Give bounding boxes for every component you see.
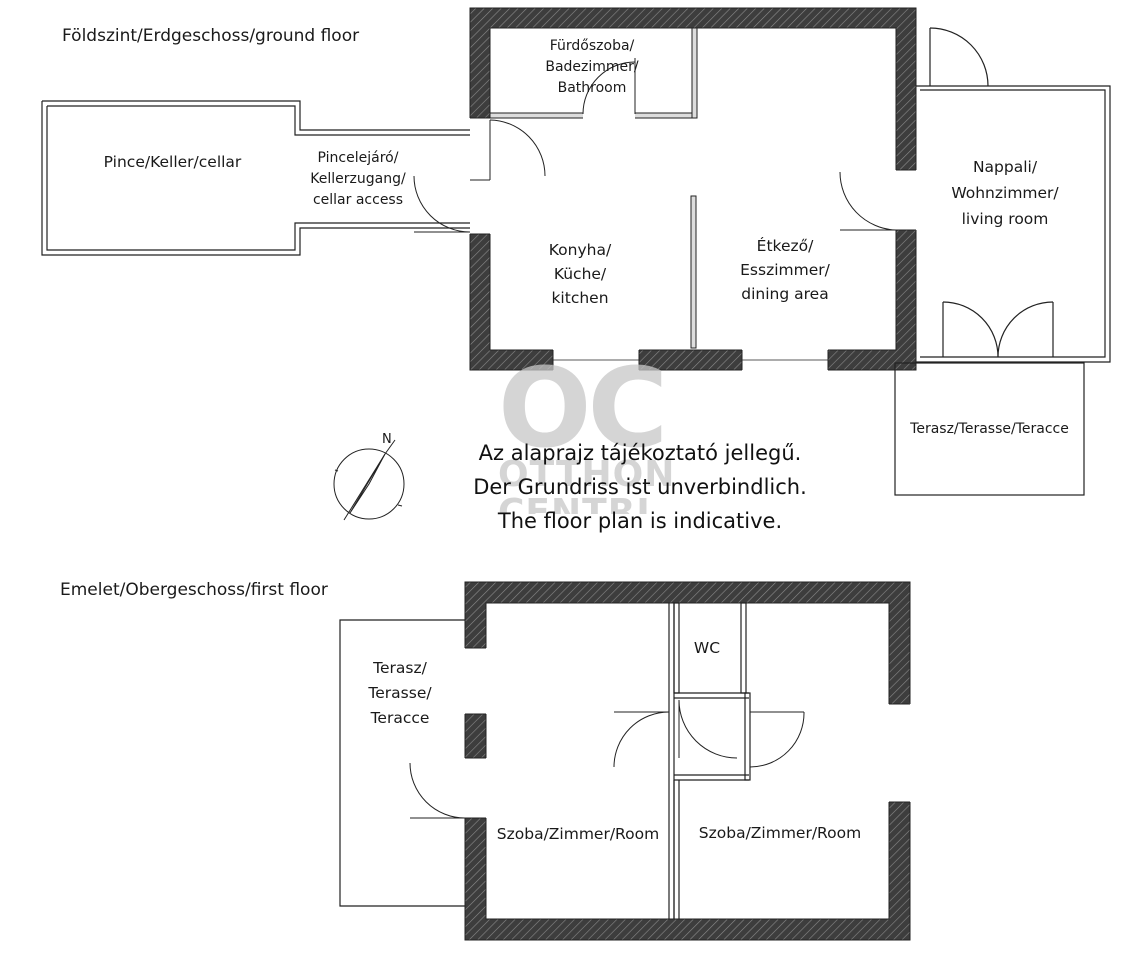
- room-label-room-right: Szoba/Zimmer/Room: [698, 824, 862, 842]
- cellar-walls: [41, 100, 470, 256]
- room-label-cellar-access: Pincelejáró/Kellerzugang/cellar access: [310, 150, 406, 208]
- ground-doors: [413, 119, 897, 233]
- room-label-first-terrace: Terasz/Terasse/Teracce: [368, 659, 432, 727]
- first-floor-walls: [462, 581, 913, 941]
- room-label-wc: WC: [693, 639, 721, 657]
- ground-main-walls: [467, 7, 918, 372]
- kitchen-dining-partition: [690, 195, 697, 349]
- room-label-ground-terrace: Terasz/Terasse/Teracce: [910, 421, 1069, 437]
- compass-rose-icon: [333, 439, 405, 521]
- room-label-cellar: Pince/Keller/cellar: [103, 153, 242, 171]
- room-label-kitchen: Konyha/Küche/kitchen: [548, 241, 612, 307]
- room-label-dining: Étkező/Esszimmer/dining area: [740, 237, 830, 303]
- room-label-living: Nappali/Wohnzimmer/living room: [951, 158, 1059, 228]
- ground-terrace-outline: [894, 362, 1085, 496]
- room-label-bathroom: Fürdőszoba/Badezimmer/Bathroom: [545, 38, 639, 96]
- compass-north-label: N: [382, 432, 392, 447]
- bathroom-partition: [489, 27, 698, 119]
- first-floor-doors: [409, 699, 805, 819]
- living-annex: [916, 27, 1111, 363]
- ground-floor-title: Földszint/Erdgeschoss/ground floor: [62, 26, 360, 46]
- disclaimer-notice: Az alaprajz tájékoztató jellegű.Der Grun…: [473, 441, 807, 533]
- first-floor-title: Emelet/Obergeschoss/first floor: [60, 580, 328, 600]
- first-terrace-outline: [339, 619, 465, 907]
- room-label-room-left: Szoba/Zimmer/Room: [496, 825, 660, 843]
- first-floor-partitions: [668, 602, 751, 919]
